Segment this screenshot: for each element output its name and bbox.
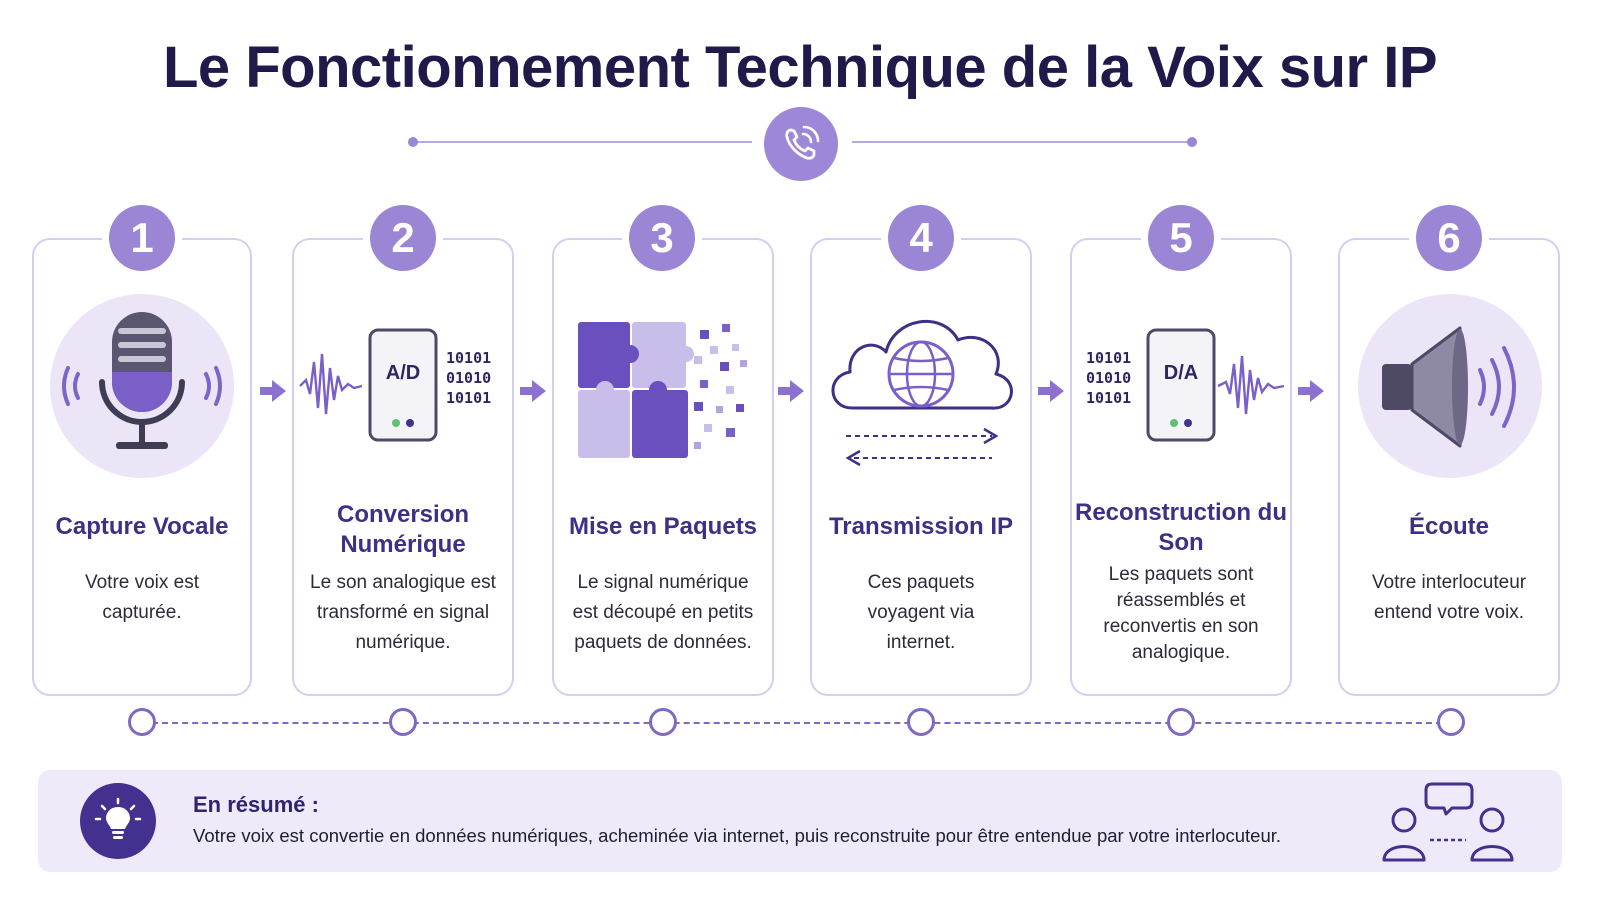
step-title-5: Reconstruction du Son [1074,499,1287,556]
timeline-line [142,722,1452,724]
step-desc-2: Le son analogique est transformé en sign… [310,572,496,653]
timeline-dot-1 [128,708,156,736]
analog-digital-converter-icon: A/D 10101 01010 10101 [296,290,510,490]
timeline-dot-6 [1437,708,1465,736]
step-card-2 [292,238,514,696]
step-title-1: Capture Vocale [55,513,229,540]
step-badge-3: 3 [629,205,695,271]
step-desc-4: Ces paquets voyagent via internet. [867,572,975,653]
summary-text: Votre voix est convertie en données numé… [193,825,1282,846]
step-title-3: Mise en Paquets [568,513,758,540]
step-badge-4: 4 [888,205,954,271]
summary-title: En résumé : [193,792,319,817]
phone-icon [764,107,838,181]
arrow-right-icon [776,376,806,411]
header-dot-left [408,137,418,147]
converter-label: D/A [1163,362,1199,384]
page-title: Le Fonctionnement Technique de la Voix s… [162,35,1438,100]
people-chat-icon [1378,778,1518,867]
digital-analog-converter-icon: D/A 10101 01010 10101 [1078,290,1290,490]
lightbulb-icon [80,783,156,859]
binary-code: 10101 01010 10101 [446,349,492,407]
step-card-4 [810,238,1032,696]
timeline-dot-2 [389,708,417,736]
binary-code: 10101 01010 10101 [1086,349,1132,407]
step-title-4: Transmission IP [828,513,1014,540]
step-desc-6: Votre interlocuteur entend votre voix. [1371,572,1527,623]
step-badge-2: 2 [370,205,436,271]
arrow-right-icon [1036,376,1066,411]
step-badge-5: 5 [1148,205,1214,271]
arrow-right-icon [258,376,288,411]
step-desc-5: Les paquets sont réassemblés et reconver… [1103,564,1259,663]
arrow-right-icon [518,376,548,411]
puzzle-packets-icon [570,290,760,490]
timeline-dot-4 [907,708,935,736]
step-card-3 [552,238,774,696]
summary-box [38,770,1562,872]
arrow-right-icon [1296,376,1326,411]
header-dot-right [1187,137,1197,147]
timeline-dot-3 [649,708,677,736]
step-title-2: Conversion Numérique [336,501,470,558]
speaker-icon [1356,290,1546,490]
header-line-left [412,141,752,143]
step-badge-1: 1 [109,205,175,271]
microphone-icon [46,290,238,490]
step-title-6: Écoute [1408,513,1489,540]
step-desc-1: Votre voix est capturée. [84,572,200,623]
step-badge-6: 6 [1416,205,1482,271]
step-card-5 [1070,238,1292,696]
header-line-right [852,141,1192,143]
timeline-dot-5 [1167,708,1195,736]
cloud-globe-icon [824,290,1018,490]
step-desc-3: Le signal numérique est découpé en petit… [572,572,754,653]
converter-label: A/D [385,362,421,384]
